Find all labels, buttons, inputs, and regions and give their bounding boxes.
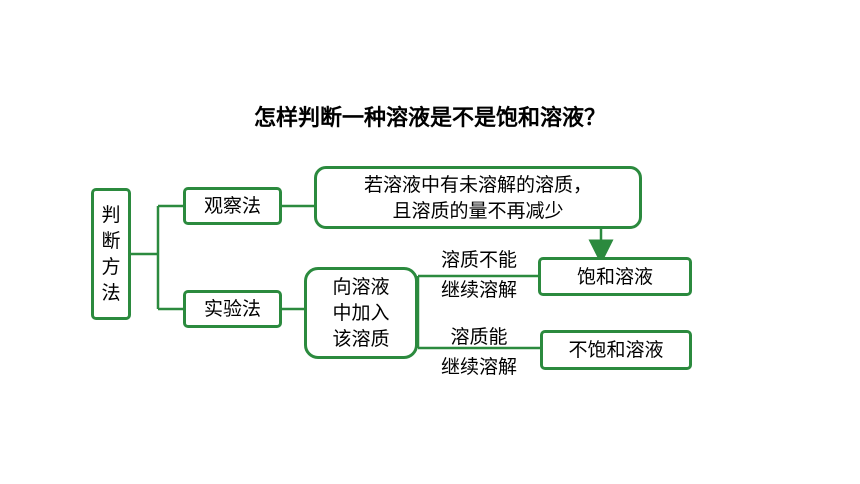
condition-line: 继续溶解 [440,356,517,378]
experiment-step-line: 向溶液 [332,276,390,298]
observation-method-box: 观察法 [183,187,282,225]
root-box: 判 断 方 法 [91,188,131,320]
experiment-method-box: 实验法 [183,290,282,328]
condition-can-dissolve: 溶质能 继续溶解 [424,322,534,382]
observation-result-line: 且溶质的量不再减少 [392,199,564,222]
unsaturated-outcome-label: 不饱和溶液 [568,339,664,361]
experiment-step-line: 中加入 [332,302,390,324]
root-char: 断 [101,230,121,252]
observation-method-label: 观察法 [203,195,261,217]
saturated-outcome-label: 饱和溶液 [576,265,653,288]
root-char: 判 [101,204,121,226]
condition-line: 继续溶解 [440,279,517,301]
root-char: 法 [101,282,121,304]
experiment-step-line: 该溶质 [332,328,390,350]
experiment-method-label: 实验法 [203,298,261,320]
condition-cannot-dissolve: 溶质不能 继续溶解 [424,245,534,305]
condition-line: 溶质不能 [440,249,517,271]
diagram-title: 怎样判断一种溶液是不是饱和溶液？ [253,106,606,131]
condition-line: 溶质能 [450,326,508,348]
observation-result-line: 若溶液中有未溶解的溶质， [363,173,592,196]
unsaturated-outcome-box: 不饱和溶液 [540,330,692,370]
experiment-step-box: 向溶液 中加入 该溶质 [304,267,418,359]
observation-result-box: 若溶液中有未溶解的溶质， 且溶质的量不再减少 [314,166,642,229]
root-char: 方 [101,256,121,278]
saturated-outcome-box: 饱和溶液 [538,257,692,296]
